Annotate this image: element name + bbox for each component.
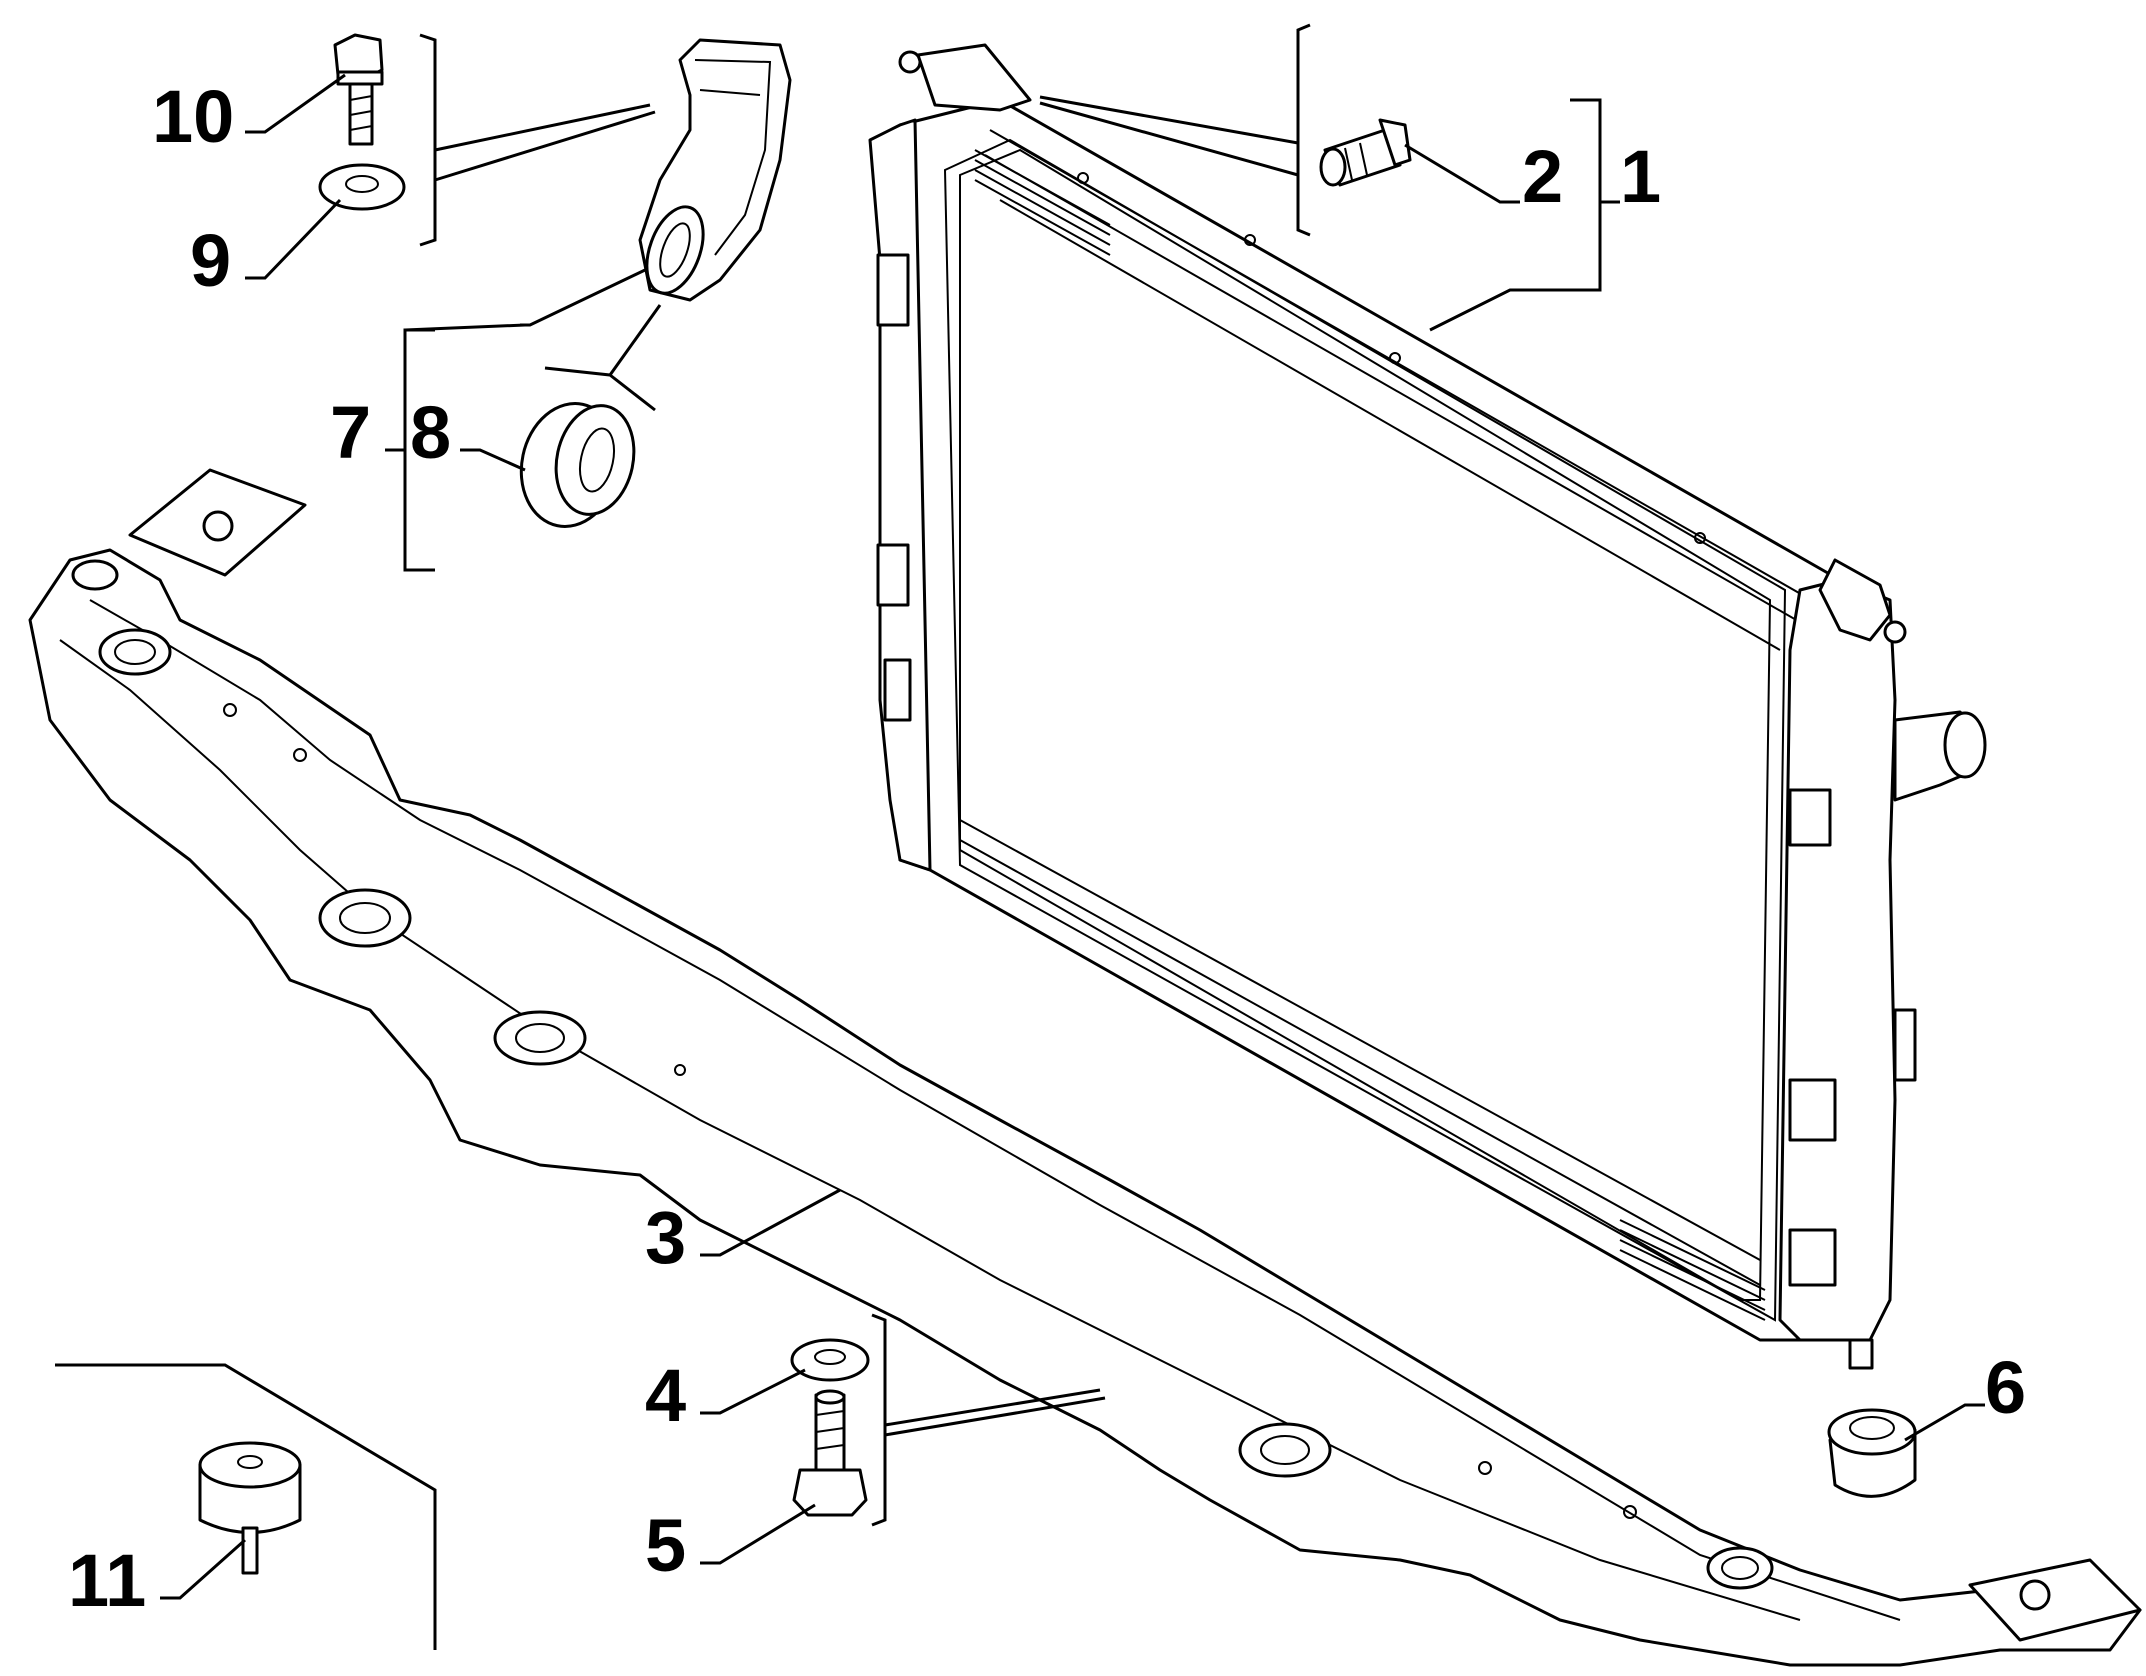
label-part-5: 5 — [645, 1504, 686, 1587]
bolt-5 — [792, 1389, 868, 1517]
label-part-3: 3 — [645, 1196, 686, 1279]
part-labels: 10 9 7 8 2 1 3 4 5 6 11 — [68, 75, 2026, 1622]
rubber-pad-11 — [198, 1441, 302, 1575]
label-part-2: 2 — [1522, 135, 1563, 218]
leader-lines — [55, 23, 1985, 1650]
label-part-1: 1 — [1620, 135, 1661, 218]
radiator-fins-top — [974, 149, 1111, 256]
bracket — [638, 38, 792, 302]
label-part-10: 10 — [152, 75, 234, 158]
label-part-4: 4 — [645, 1354, 686, 1437]
crossmember — [28, 468, 2142, 1667]
label-part-7: 7 — [330, 391, 371, 474]
grommet — [519, 402, 636, 528]
radiator — [868, 43, 1987, 1370]
label-part-9: 9 — [190, 219, 231, 302]
radiator-fins-bottom — [1619, 1219, 1766, 1321]
bushing-6 — [1827, 1408, 1917, 1498]
label-part-6: 6 — [1985, 1346, 2026, 1429]
bolt-10 — [333, 33, 384, 146]
washer-9 — [318, 163, 406, 211]
plug-2 — [1319, 118, 1412, 187]
label-part-8: 8 — [410, 391, 451, 474]
washer-4 — [790, 1338, 870, 1382]
label-part-11: 11 — [68, 1539, 146, 1622]
